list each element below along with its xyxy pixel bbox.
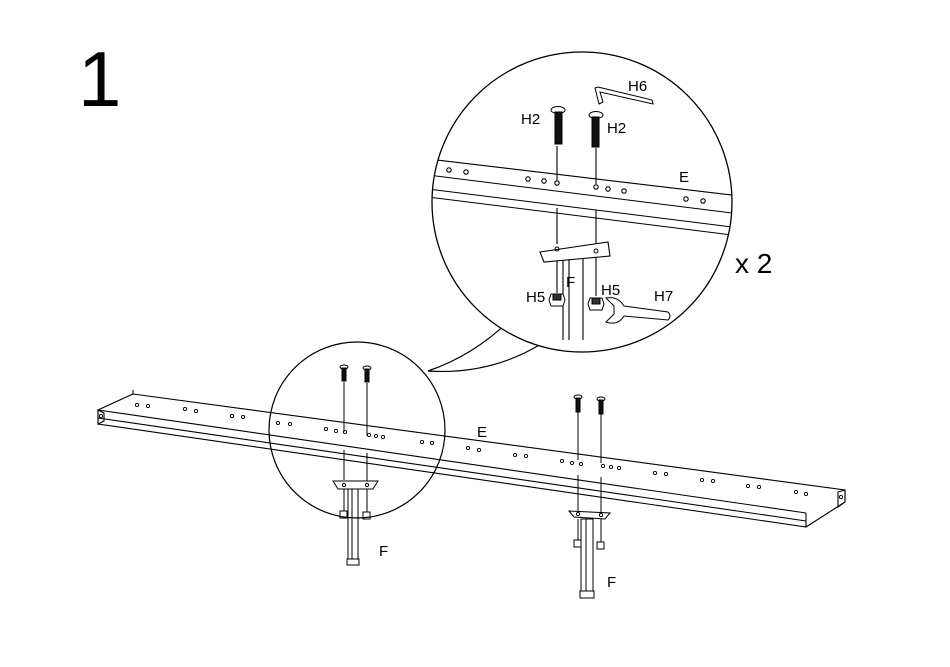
left-bolt-assembly — [333, 365, 378, 565]
label-h5-left: H5 — [526, 289, 545, 306]
rail-e — [98, 390, 845, 527]
label-e-main: E — [477, 424, 487, 441]
label-f-zoom: F — [566, 274, 575, 291]
zoom-circle — [420, 52, 740, 352]
label-f-left: F — [379, 543, 388, 560]
rail-holes — [99, 403, 842, 498]
label-e-zoom: E — [679, 169, 689, 186]
nut-h5-right — [588, 298, 604, 310]
label-h2-left: H2 — [521, 111, 540, 128]
label-h7: H7 — [654, 288, 673, 305]
multiplier-label: x 2 — [735, 248, 772, 279]
right-bolt-assembly — [569, 395, 610, 598]
label-f-right: F — [607, 574, 616, 591]
label-h2-right: H2 — [607, 120, 626, 137]
nut-h5-left — [549, 294, 565, 306]
step-number: 1 — [78, 40, 121, 118]
label-h6: H6 — [628, 78, 647, 95]
label-h5-right: H5 — [601, 282, 620, 299]
